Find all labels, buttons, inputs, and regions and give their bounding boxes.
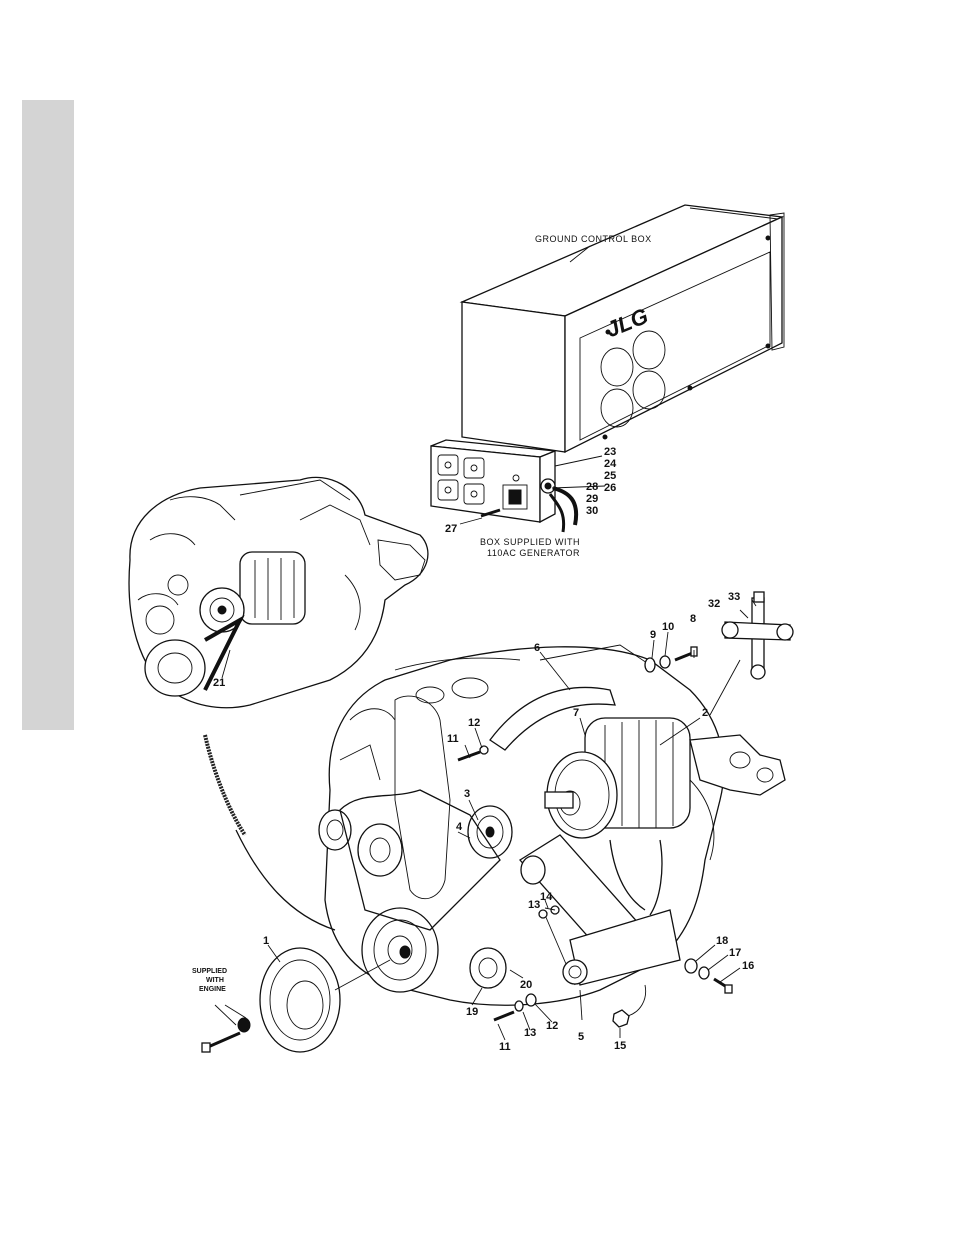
callout-4: 4	[456, 821, 463, 833]
callout-10: 10	[662, 621, 674, 633]
callout-12-top: 12	[468, 717, 480, 729]
callout-18: 18	[716, 935, 728, 947]
engine-inset	[129, 477, 428, 707]
callout-8: 8	[690, 613, 696, 625]
callout-20: 20	[520, 979, 532, 991]
ground-control-box-caption: GROUND CONTROL BOX	[535, 234, 652, 244]
callout-11-bottom: 11	[499, 1041, 511, 1053]
callout-32: 32	[708, 598, 720, 610]
callout-15: 15	[614, 1040, 626, 1052]
callout-17: 17	[729, 947, 741, 959]
right-hardware	[685, 959, 732, 993]
callout-12-bottom: 12	[546, 1020, 558, 1032]
callout-25: 25	[604, 470, 616, 482]
callout-6: 6	[534, 642, 540, 654]
callout-9: 9	[650, 629, 656, 641]
callout-27: 27	[445, 523, 457, 535]
supplied-note-line1: SUPPLIED	[192, 968, 227, 975]
belt-leader	[236, 830, 335, 930]
supplied-with-engine-note: SUPPLIED WITH ENGINE	[192, 968, 227, 993]
supplied-note-line2: WITH	[206, 977, 224, 984]
outlet-box-caption-line2: 110AC GENERATOR	[487, 548, 580, 558]
callout-5: 5	[578, 1031, 584, 1043]
nut-15	[613, 985, 646, 1027]
drive-belt	[205, 735, 245, 835]
callout-1: 1	[263, 935, 269, 947]
callout-13-bottom: 13	[524, 1027, 536, 1039]
callout-7: 7	[573, 707, 579, 719]
callout-2: 2	[702, 707, 708, 719]
callout-28: 28	[586, 481, 598, 493]
callout-26: 26	[604, 482, 616, 494]
callout-19: 19	[466, 1006, 478, 1018]
main-engine	[319, 645, 785, 1020]
callout-23: 23	[604, 446, 616, 458]
callout-21: 21	[213, 677, 225, 689]
outlet-box	[431, 440, 576, 532]
callout-16: 16	[742, 960, 754, 972]
callout-3: 3	[464, 788, 470, 800]
callout-33: 33	[728, 591, 740, 603]
tee-fitting	[710, 592, 793, 715]
callout-24: 24	[604, 458, 617, 470]
callout-11-top: 11	[447, 733, 459, 745]
supplied-note-line3: ENGINE	[199, 986, 226, 993]
callout-14: 14	[540, 891, 553, 903]
callout-13-top: 13	[528, 899, 540, 911]
callout-29: 29	[586, 493, 598, 505]
outlet-box-caption-line1: BOX SUPPLIED WITH	[480, 537, 580, 547]
callout-30: 30	[586, 505, 598, 517]
